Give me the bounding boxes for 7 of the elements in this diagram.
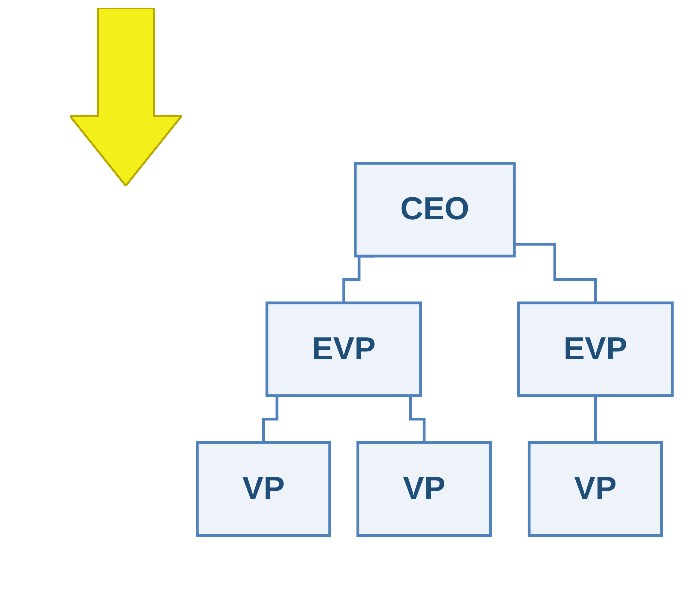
- connector: [514, 244, 598, 305]
- node-box: VP: [356, 442, 492, 538]
- node-box: EVP: [266, 302, 422, 398]
- node-box: CEO: [354, 162, 516, 258]
- node-box: EVP: [517, 302, 674, 398]
- node-box: VP: [196, 442, 332, 538]
- node-box: VP: [528, 442, 664, 538]
